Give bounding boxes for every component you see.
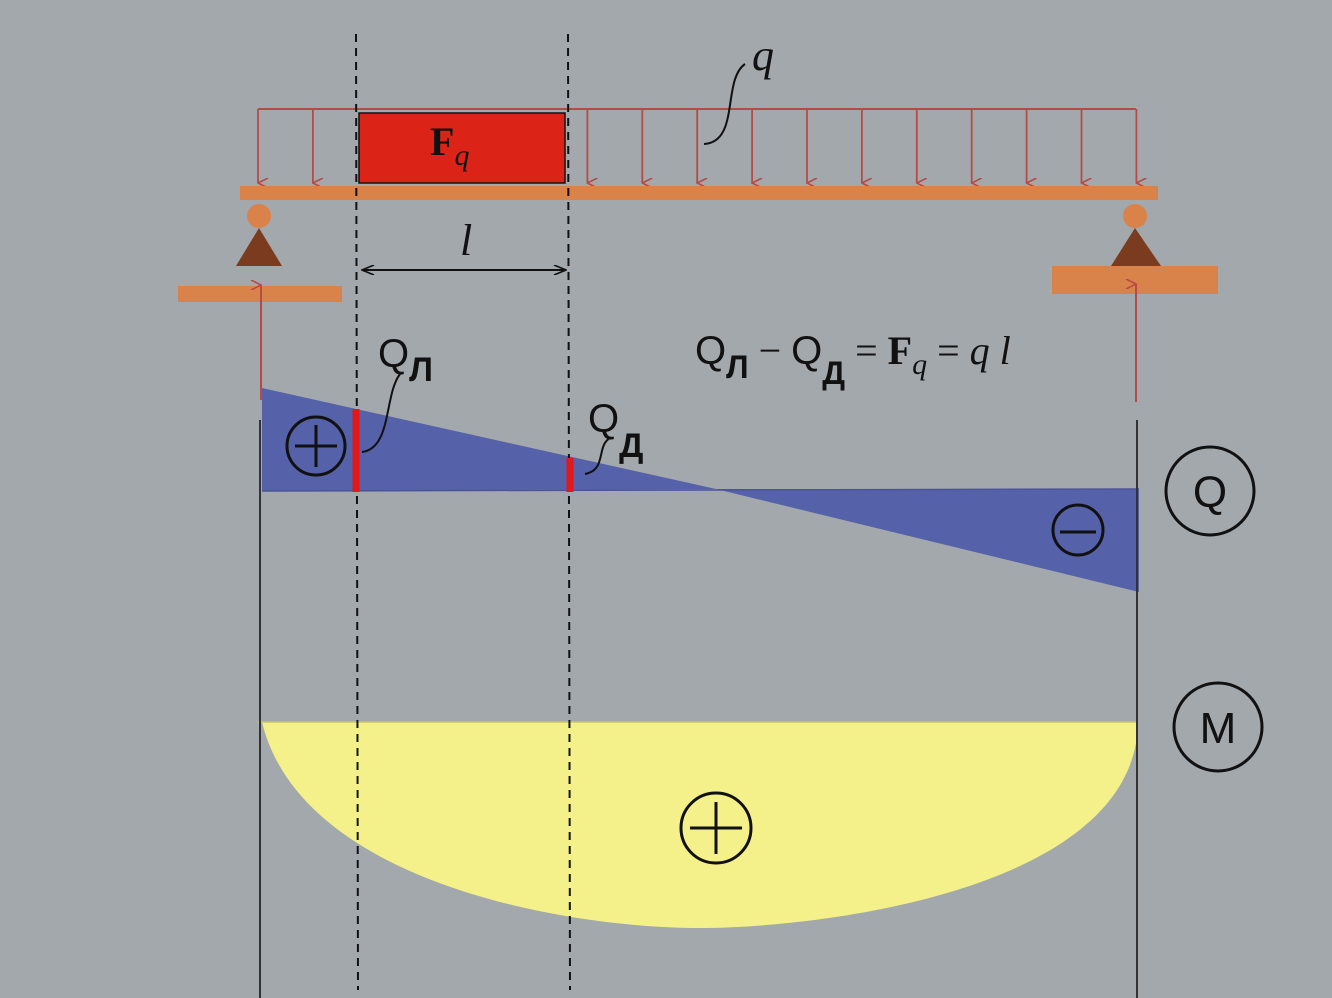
section-line-left	[355, 33, 359, 991]
length-label: l	[460, 216, 472, 265]
q-right-label: QД	[588, 397, 643, 465]
diagram-M-badge: M	[1172, 681, 1264, 773]
shear-negative-area	[716, 489, 1139, 592]
left-triangle	[236, 228, 282, 266]
block-label: Fq	[430, 119, 469, 172]
right-pin	[1123, 204, 1147, 228]
load-arrows	[258, 109, 1136, 183]
left-support	[178, 204, 342, 400]
load-q-label: q	[752, 31, 774, 80]
moment-area	[262, 722, 1138, 928]
q-left-leader	[361, 373, 401, 453]
beam	[240, 186, 1158, 200]
diagram-Q-label: Q	[1193, 468, 1227, 517]
shear-positive-area	[262, 388, 716, 491]
moment-plus-sign	[679, 791, 753, 865]
left-pin	[247, 204, 271, 228]
shear-minus-sign	[1051, 503, 1105, 557]
equation: QЛ − QД = Fq = q l	[695, 328, 1011, 391]
diagram-M-label: M	[1200, 704, 1237, 753]
right-triangle	[1111, 228, 1161, 266]
shear-baseline	[261, 488, 1140, 492]
q-right-leader	[584, 437, 611, 475]
section-line-right	[567, 33, 571, 991]
distributed-load	[258, 108, 1136, 183]
load-resultant-block	[358, 112, 566, 184]
diagram-Q-badge: Q	[1164, 445, 1256, 537]
right-support	[1052, 204, 1218, 402]
q-leader	[703, 63, 746, 145]
shear-plus-sign	[285, 415, 347, 477]
q-left-label: QЛ	[378, 332, 433, 389]
